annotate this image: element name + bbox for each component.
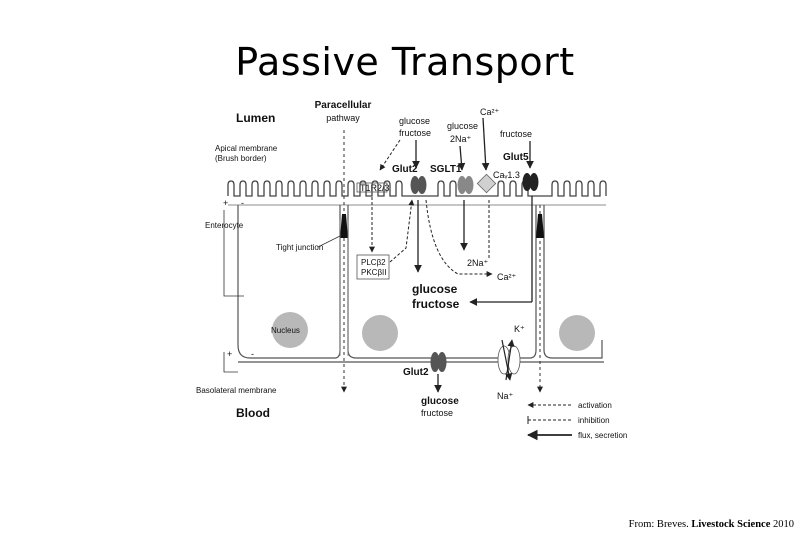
apical-minus: - [241, 198, 244, 208]
plc-label: PLCβ2 [361, 258, 386, 267]
apical-membrane-label-line2: (Brush border) [215, 154, 267, 163]
sglt-sodium: 2Na⁺ [450, 134, 472, 144]
legend: activation inhibition flux, secretion [526, 401, 627, 441]
k-label: K⁺ [514, 324, 525, 334]
enterocyte-right [543, 205, 603, 359]
glut5-fructose-label: fructose [500, 129, 532, 139]
glut2-basolateral-label: Glut2 [403, 367, 429, 378]
t1r-label: T1R2/3 [360, 183, 390, 193]
nucleus-left [272, 312, 308, 348]
glut2-basolateral-transporter [430, 352, 447, 372]
legend-activation-label: activation [578, 401, 612, 410]
sglt-sugar-glucose: glucose [447, 121, 478, 131]
basolateral-minus: - [251, 349, 254, 359]
source-prefix: From: Breves. [628, 519, 689, 530]
tight-junction-left [340, 214, 348, 238]
blood-label: Blood [236, 406, 270, 420]
cytosol-fructose-label: fructose [412, 297, 460, 311]
nucleus-middle [362, 315, 398, 351]
apical-membrane [227, 180, 607, 197]
nucleus-label: Nucleus [271, 326, 300, 335]
na-label: Na⁺ [497, 391, 514, 401]
legend-flux-label: flux, secretion [578, 431, 627, 440]
intracellular-na-label: 2Na⁺ [467, 258, 489, 268]
basolateral-membrane-label: Basolateral membrane [196, 386, 277, 395]
intracellular-ca-label: Ca²⁺ [497, 272, 517, 282]
ca-lumen-label: Ca²⁺ [480, 107, 500, 117]
apical-sugar-fructose: fructose [399, 128, 431, 138]
cav-label: Caᵥ1.3 [493, 170, 520, 180]
paracellular-label-line1: Paracellular [315, 100, 372, 111]
potential-circuit [223, 210, 244, 373]
tight-junction-label: Tight junction [276, 243, 323, 252]
source-journal: Livestock Science [691, 519, 771, 530]
blood-fructose-label: fructose [421, 408, 453, 418]
sglt1-transporter [457, 176, 474, 194]
apical-sugar-glucose: glucose [399, 116, 430, 126]
cav-channel [476, 173, 497, 194]
glut2-apical-transporter [410, 176, 427, 194]
tight-junction-right [536, 214, 544, 238]
na-k-atpase [497, 345, 521, 375]
paracellular-label-line2: pathway [326, 113, 360, 123]
slide-title: Passive Transport [235, 40, 575, 84]
sglt1-label: SGLT1 [430, 164, 462, 175]
source-year: 2010 [773, 519, 794, 530]
nucleus-right [559, 315, 595, 351]
glut5-transporter [522, 173, 539, 191]
cytosol-glucose-label: glucose [412, 282, 458, 296]
glut5-label: Glut5 [503, 152, 529, 163]
apical-membrane-label-line1: Apical membrane [215, 144, 278, 153]
basolateral-plus: + [227, 349, 232, 359]
source-caption: From: Breves. Livestock Science 2010 [629, 519, 794, 530]
apical-plus: + [223, 198, 228, 208]
blood-glucose-label: glucose [421, 396, 459, 407]
glut2-apical-label: Glut2 [392, 164, 418, 175]
lumen-label: Lumen [236, 111, 275, 125]
pkc-label: PKCβII [361, 268, 387, 277]
plc-pkc-box [356, 254, 390, 280]
legend-inhibition-label: inhibition [578, 416, 610, 425]
t1r-receptor [356, 182, 388, 193]
